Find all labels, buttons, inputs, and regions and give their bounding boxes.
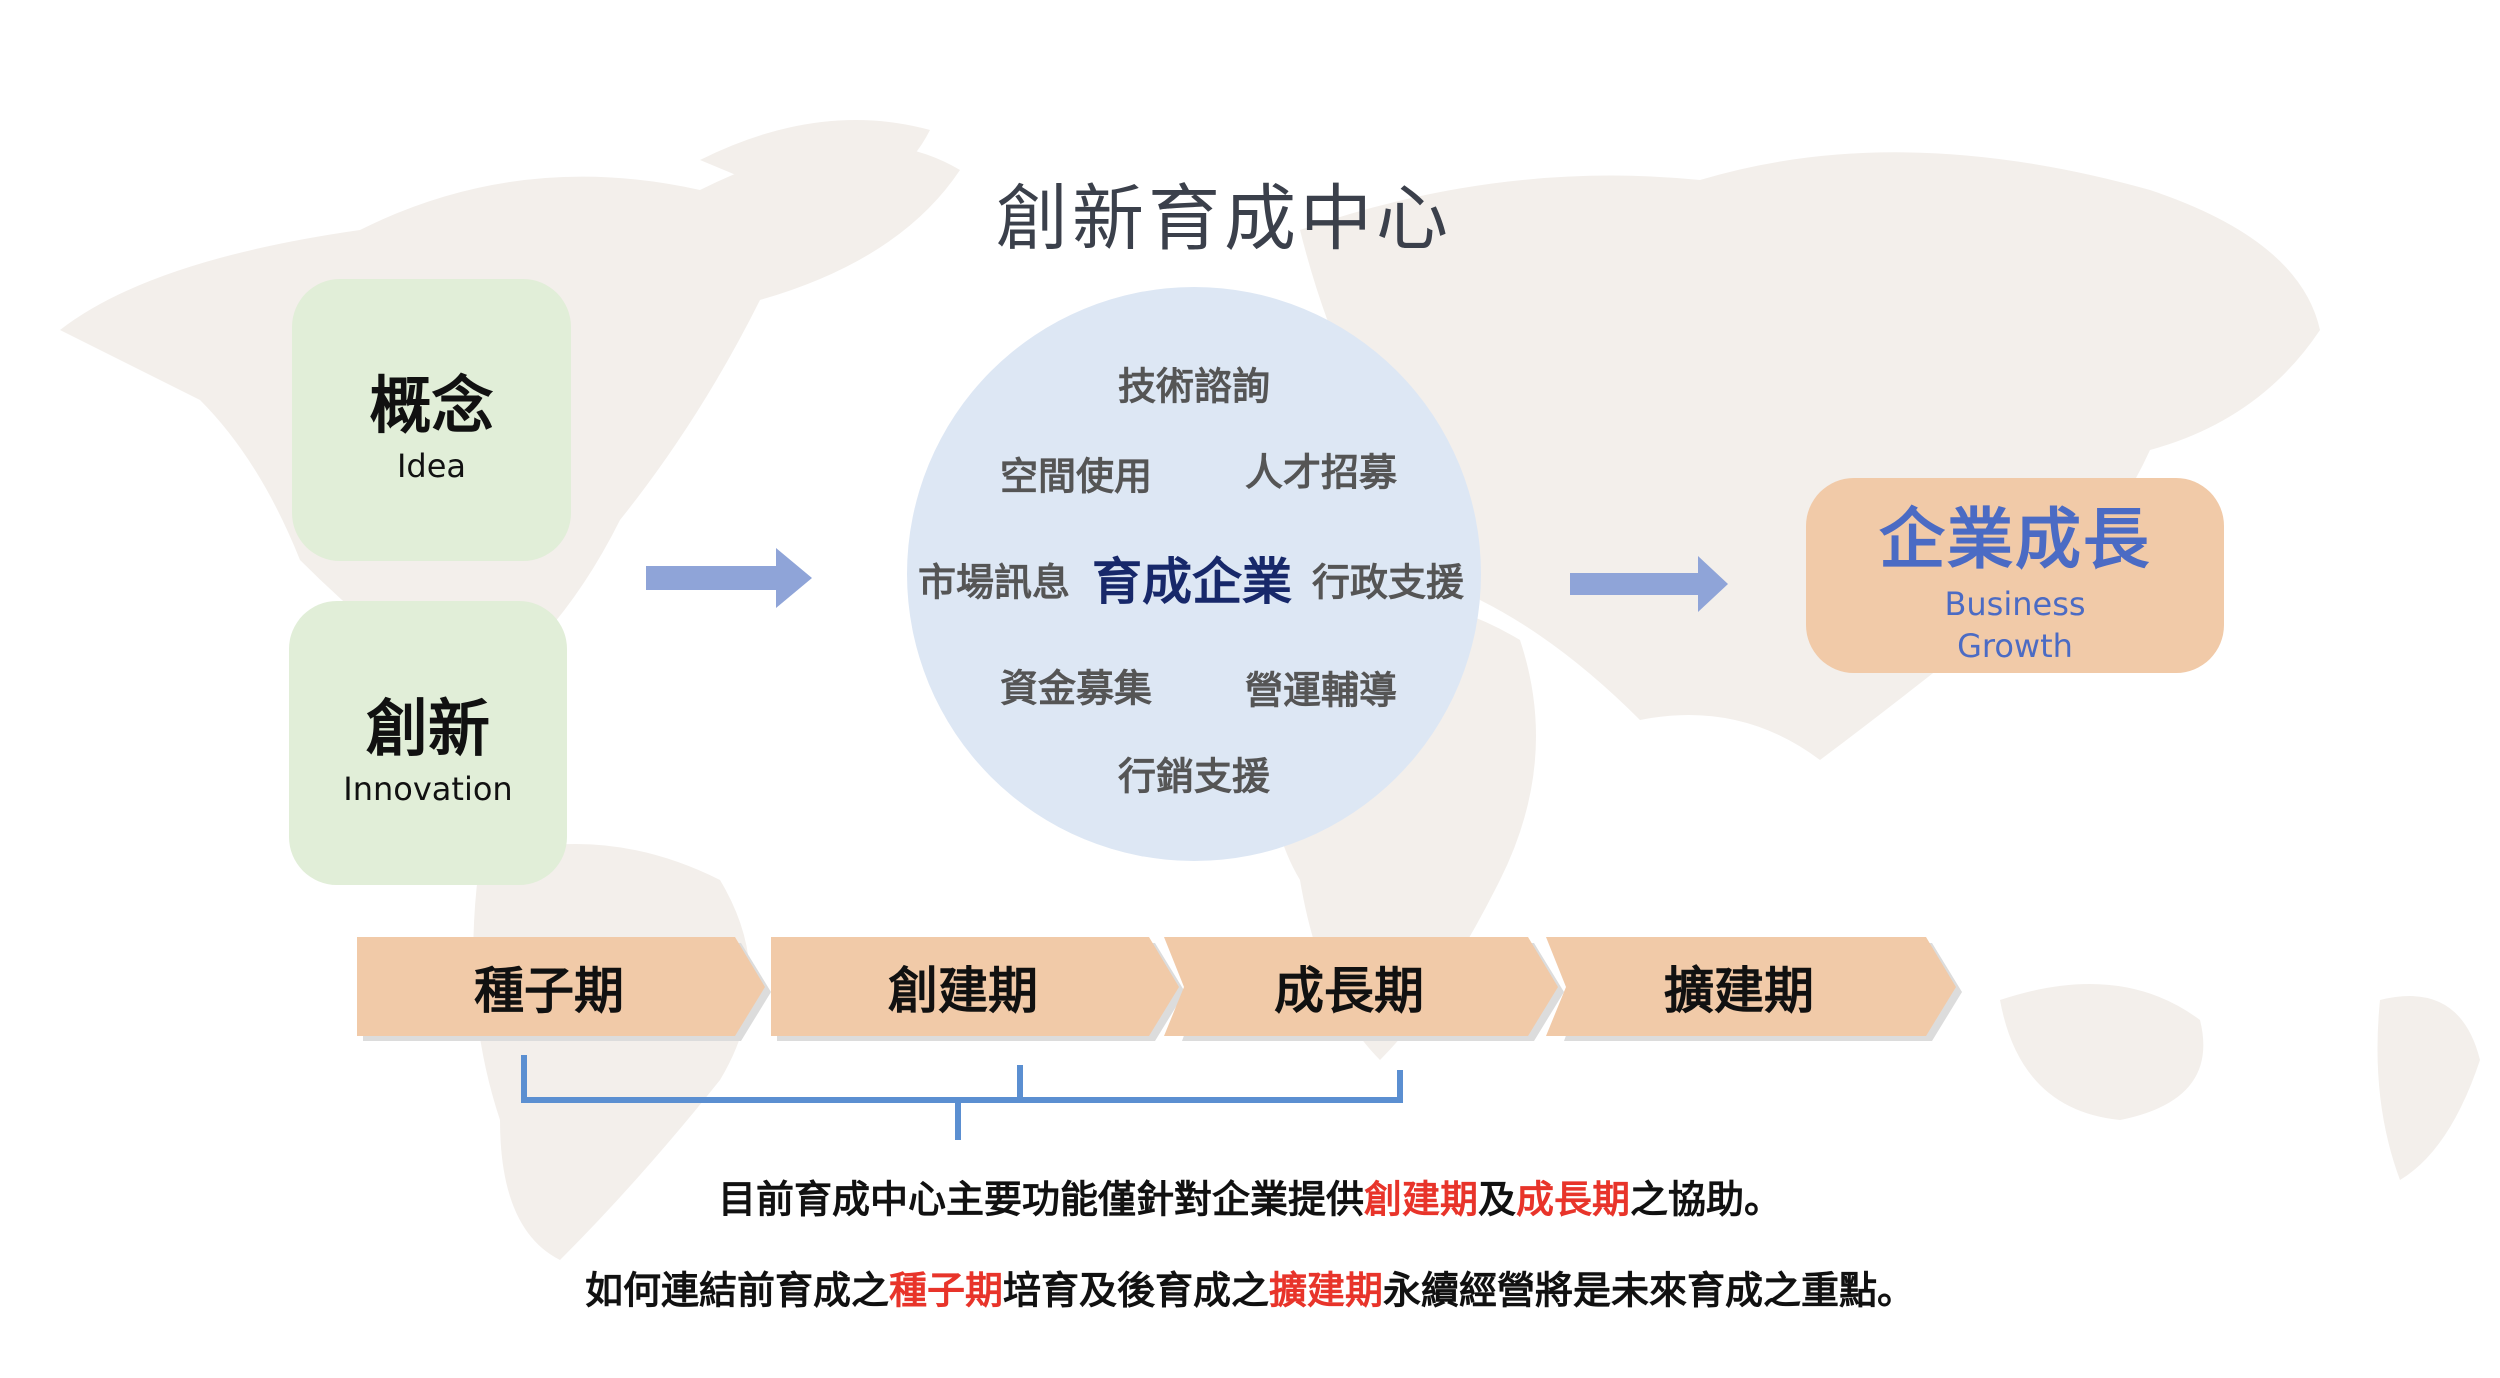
- growth-label-zh: 企業成長: [1879, 500, 2151, 578]
- note-line-2: 如何連結前育成之種子期培育及後育成之擴建期永續經營將是未來育成之重點。: [585, 1260, 1915, 1315]
- service-funding: 資金募集: [999, 666, 1153, 711]
- innovation-box: 創新 Innovation: [289, 601, 567, 885]
- service-market-info: 市場訊息: [917, 560, 1071, 605]
- service-talent: 人才招募: [1244, 450, 1398, 495]
- stage-expansion: 擴建期: [1546, 937, 1962, 1041]
- note-highlight: 創建期: [1363, 1177, 1478, 1222]
- note-text: 永續經營將是未來育成之重點。: [1383, 1268, 1916, 1313]
- note-text: 之協助。: [1630, 1177, 1783, 1222]
- service-space: 空間使用: [999, 454, 1153, 499]
- note-text: 如何連結前育成之: [584, 1268, 889, 1313]
- growth-label-en-1: Business: [1944, 584, 2086, 623]
- note-highlight: 擴建期: [1269, 1268, 1384, 1313]
- stage-startup: 創建期: [771, 937, 1185, 1041]
- service-marketing: 行銷支援: [1117, 754, 1271, 799]
- innovation-label-zh: 創新: [365, 692, 490, 765]
- service-admin: 行政支援: [1311, 560, 1465, 605]
- innovation-label-en: Innovation: [343, 770, 513, 808]
- arrow-right-icon: [646, 548, 812, 608]
- service-operations: 營運輔導: [1244, 668, 1398, 713]
- page-title: 創新育成中心: [995, 176, 1453, 261]
- note-text: 培育及後育成之: [1002, 1268, 1270, 1313]
- note-text: 及: [1477, 1177, 1517, 1222]
- idea-label-en: Idea: [396, 447, 467, 485]
- arrow-right-icon: [1570, 556, 1728, 612]
- incubation-circle: [907, 287, 1481, 861]
- stage-label: 成長期: [1274, 961, 1424, 1020]
- stage-label: 擴建期: [1664, 961, 1814, 1020]
- growth-label-en-2: Growth: [1957, 626, 2073, 665]
- note-line-1: 目前育成中心主要功能僅針對企業提供創建期及成長期之協助。: [718, 1169, 1782, 1224]
- core-label: 育成企業: [1092, 553, 1292, 611]
- stage-label: 種子期: [474, 961, 624, 1020]
- stage-growth: 成長期: [1164, 937, 1564, 1041]
- stage-seed: 種子期: [357, 937, 771, 1041]
- stage-label: 創建期: [888, 961, 1038, 1020]
- service-tech-consulting: 技術諮詢: [1117, 364, 1271, 409]
- note-highlight: 成長期: [1516, 1177, 1631, 1222]
- idea-label-zh: 概念: [369, 369, 494, 442]
- note-highlight: 種子期: [888, 1268, 1003, 1313]
- business-growth-box: 企業成長 Business Growth: [1806, 478, 2224, 673]
- note-text: 目前育成中心主要功能僅針對企業提供: [717, 1177, 1364, 1222]
- idea-box: 概念 Idea: [292, 279, 571, 561]
